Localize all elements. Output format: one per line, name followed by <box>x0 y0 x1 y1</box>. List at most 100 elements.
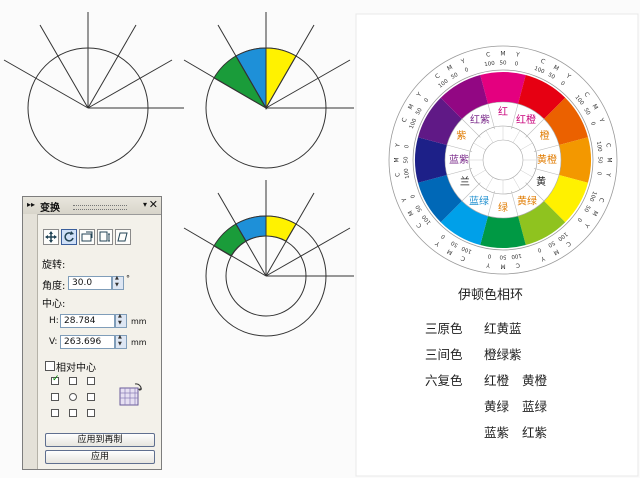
v-unit: mm <box>131 338 147 347</box>
scale-number: 0 <box>536 246 542 253</box>
scale-number: 100 <box>409 117 419 129</box>
move-icon <box>45 231 57 243</box>
scale-letter: C <box>394 172 402 177</box>
primary-colors-label: 三原色 <box>425 321 463 336</box>
hub-tick-4 <box>520 169 533 178</box>
hue-segment-6 <box>480 216 526 248</box>
hue-segment-11 <box>440 74 488 119</box>
relative-center-checkbox[interactable] <box>45 361 55 371</box>
hub-spoke-0 <box>487 103 496 130</box>
transform-docker: ▸▸ 变换 ▾ ✕ 旋转: 角度: 30.0 ° 中心: H: 28.784 m… <box>22 196 162 470</box>
apply-to-duplicate-button[interactable]: 应用到再制 <box>45 433 155 447</box>
hue-label-5: 黄绿 <box>517 195 537 208</box>
wheel-title: 伊顿色相环 <box>458 288 524 303</box>
angle-unit: ° <box>126 274 130 283</box>
tertiary-color-6: 红紫 <box>522 425 548 440</box>
anchor-top-right[interactable] <box>87 377 95 385</box>
hub-tick-8 <box>473 169 486 178</box>
rotate-section-label: 旋转: <box>42 260 66 271</box>
scale-tab-button[interactable] <box>79 229 95 245</box>
skew-tab-button[interactable] <box>115 229 131 245</box>
skew-icon <box>117 232 128 242</box>
hue-segment-7 <box>440 201 488 246</box>
docker-titlebar[interactable]: ▸▸ 变换 ▾ ✕ <box>23 197 161 215</box>
hub-spoke-2 <box>525 118 545 138</box>
scale-number: 100 <box>404 167 411 179</box>
hub-tick-5 <box>512 177 521 190</box>
anchor-middle-left[interactable] <box>51 393 59 401</box>
scale-number: 50 <box>597 157 603 164</box>
scale-number: 50 <box>547 72 556 81</box>
hub-spoke-6 <box>510 190 519 217</box>
scale-letter: C <box>597 196 605 203</box>
expand-arrows-icon[interactable]: ▸▸ <box>27 200 36 209</box>
hub-tick-7 <box>485 177 494 190</box>
pin-icon[interactable]: ▾ <box>142 200 147 209</box>
hub-tick-10 <box>473 142 486 151</box>
scale-letter: Y <box>582 221 591 229</box>
h-input[interactable]: 28.784 <box>60 314 115 328</box>
hue-label-1: 红橙 <box>516 113 536 126</box>
v-stepper[interactable] <box>115 334 127 349</box>
scale-number: 100 <box>421 213 432 225</box>
hub-spoke-3 <box>533 144 560 153</box>
anchor-bottom-left[interactable] <box>51 409 59 417</box>
size-tab-button[interactable] <box>97 229 113 245</box>
hub-spoke-7 <box>487 190 496 217</box>
hue-segment-2 <box>544 97 589 145</box>
scale-number: 50 <box>450 239 459 248</box>
scale-number: 100 <box>460 245 472 255</box>
angle-stepper[interactable] <box>112 275 124 290</box>
hue-label-3: 黄橙 <box>537 153 557 166</box>
hue-label-0: 红 <box>498 105 508 118</box>
anchor-bottom-right[interactable] <box>87 409 95 417</box>
close-icon[interactable]: ✕ <box>148 198 158 211</box>
scale-number: 0 <box>440 232 447 239</box>
docker-title: 变换 <box>40 203 60 214</box>
hub-spoke-4 <box>533 167 560 176</box>
rotate-tab-button[interactable] <box>61 229 77 245</box>
size-icon <box>99 231 110 242</box>
tertiary-colors-label: 六复色 <box>425 373 463 388</box>
primary-colors-value: 红黄蓝 <box>484 321 522 336</box>
scale-letter: Y <box>604 171 612 177</box>
hue-segment-10 <box>417 97 462 145</box>
scale-letter: Y <box>415 91 424 99</box>
scale-letter: Y <box>459 58 466 66</box>
scale-number: 50 <box>582 204 591 213</box>
anchor-bottom-center[interactable] <box>69 409 77 417</box>
relative-center-label: 相对中心 <box>56 363 96 374</box>
scale-letter: M <box>590 103 599 111</box>
scale-number: 100 <box>595 141 602 153</box>
scale-letter: Y <box>597 116 605 123</box>
anchor-middle-right[interactable] <box>87 393 95 401</box>
v-input[interactable]: 263.696 <box>60 335 115 349</box>
scale-letter: M <box>500 51 505 58</box>
tertiary-color-3: 黄绿 <box>484 399 510 414</box>
anchor-top-left[interactable] <box>51 374 60 385</box>
hub-spoke-11 <box>461 118 481 138</box>
scale-letter: Y <box>401 196 409 203</box>
scale-letter: M <box>394 157 401 162</box>
hub-spoke-8 <box>461 182 481 202</box>
h-stepper[interactable] <box>115 313 127 328</box>
scale-letter: C <box>515 261 520 269</box>
scale-letter: C <box>486 51 491 59</box>
angle-input[interactable]: 30.0 <box>68 276 112 290</box>
anchor-center[interactable] <box>69 393 77 401</box>
scale-letter: M <box>446 64 454 73</box>
scale-number: 50 <box>450 72 459 81</box>
secondary-colors-label: 三间色 <box>425 347 463 362</box>
anchor-top-center[interactable] <box>69 377 77 385</box>
hue-label-11: 红紫 <box>470 113 490 126</box>
hue-segment-0 <box>480 72 526 104</box>
scale-letter: M <box>606 157 613 162</box>
hue-segment-9 <box>414 137 447 183</box>
hue-segment-8 <box>417 175 462 223</box>
scale-letter: M <box>500 263 505 270</box>
hub-tick-1 <box>512 130 521 143</box>
hub-spoke-5 <box>525 182 545 202</box>
position-tab-button[interactable] <box>43 229 59 245</box>
scale-letter: Y <box>486 261 492 269</box>
apply-button[interactable]: 应用 <box>45 450 155 464</box>
